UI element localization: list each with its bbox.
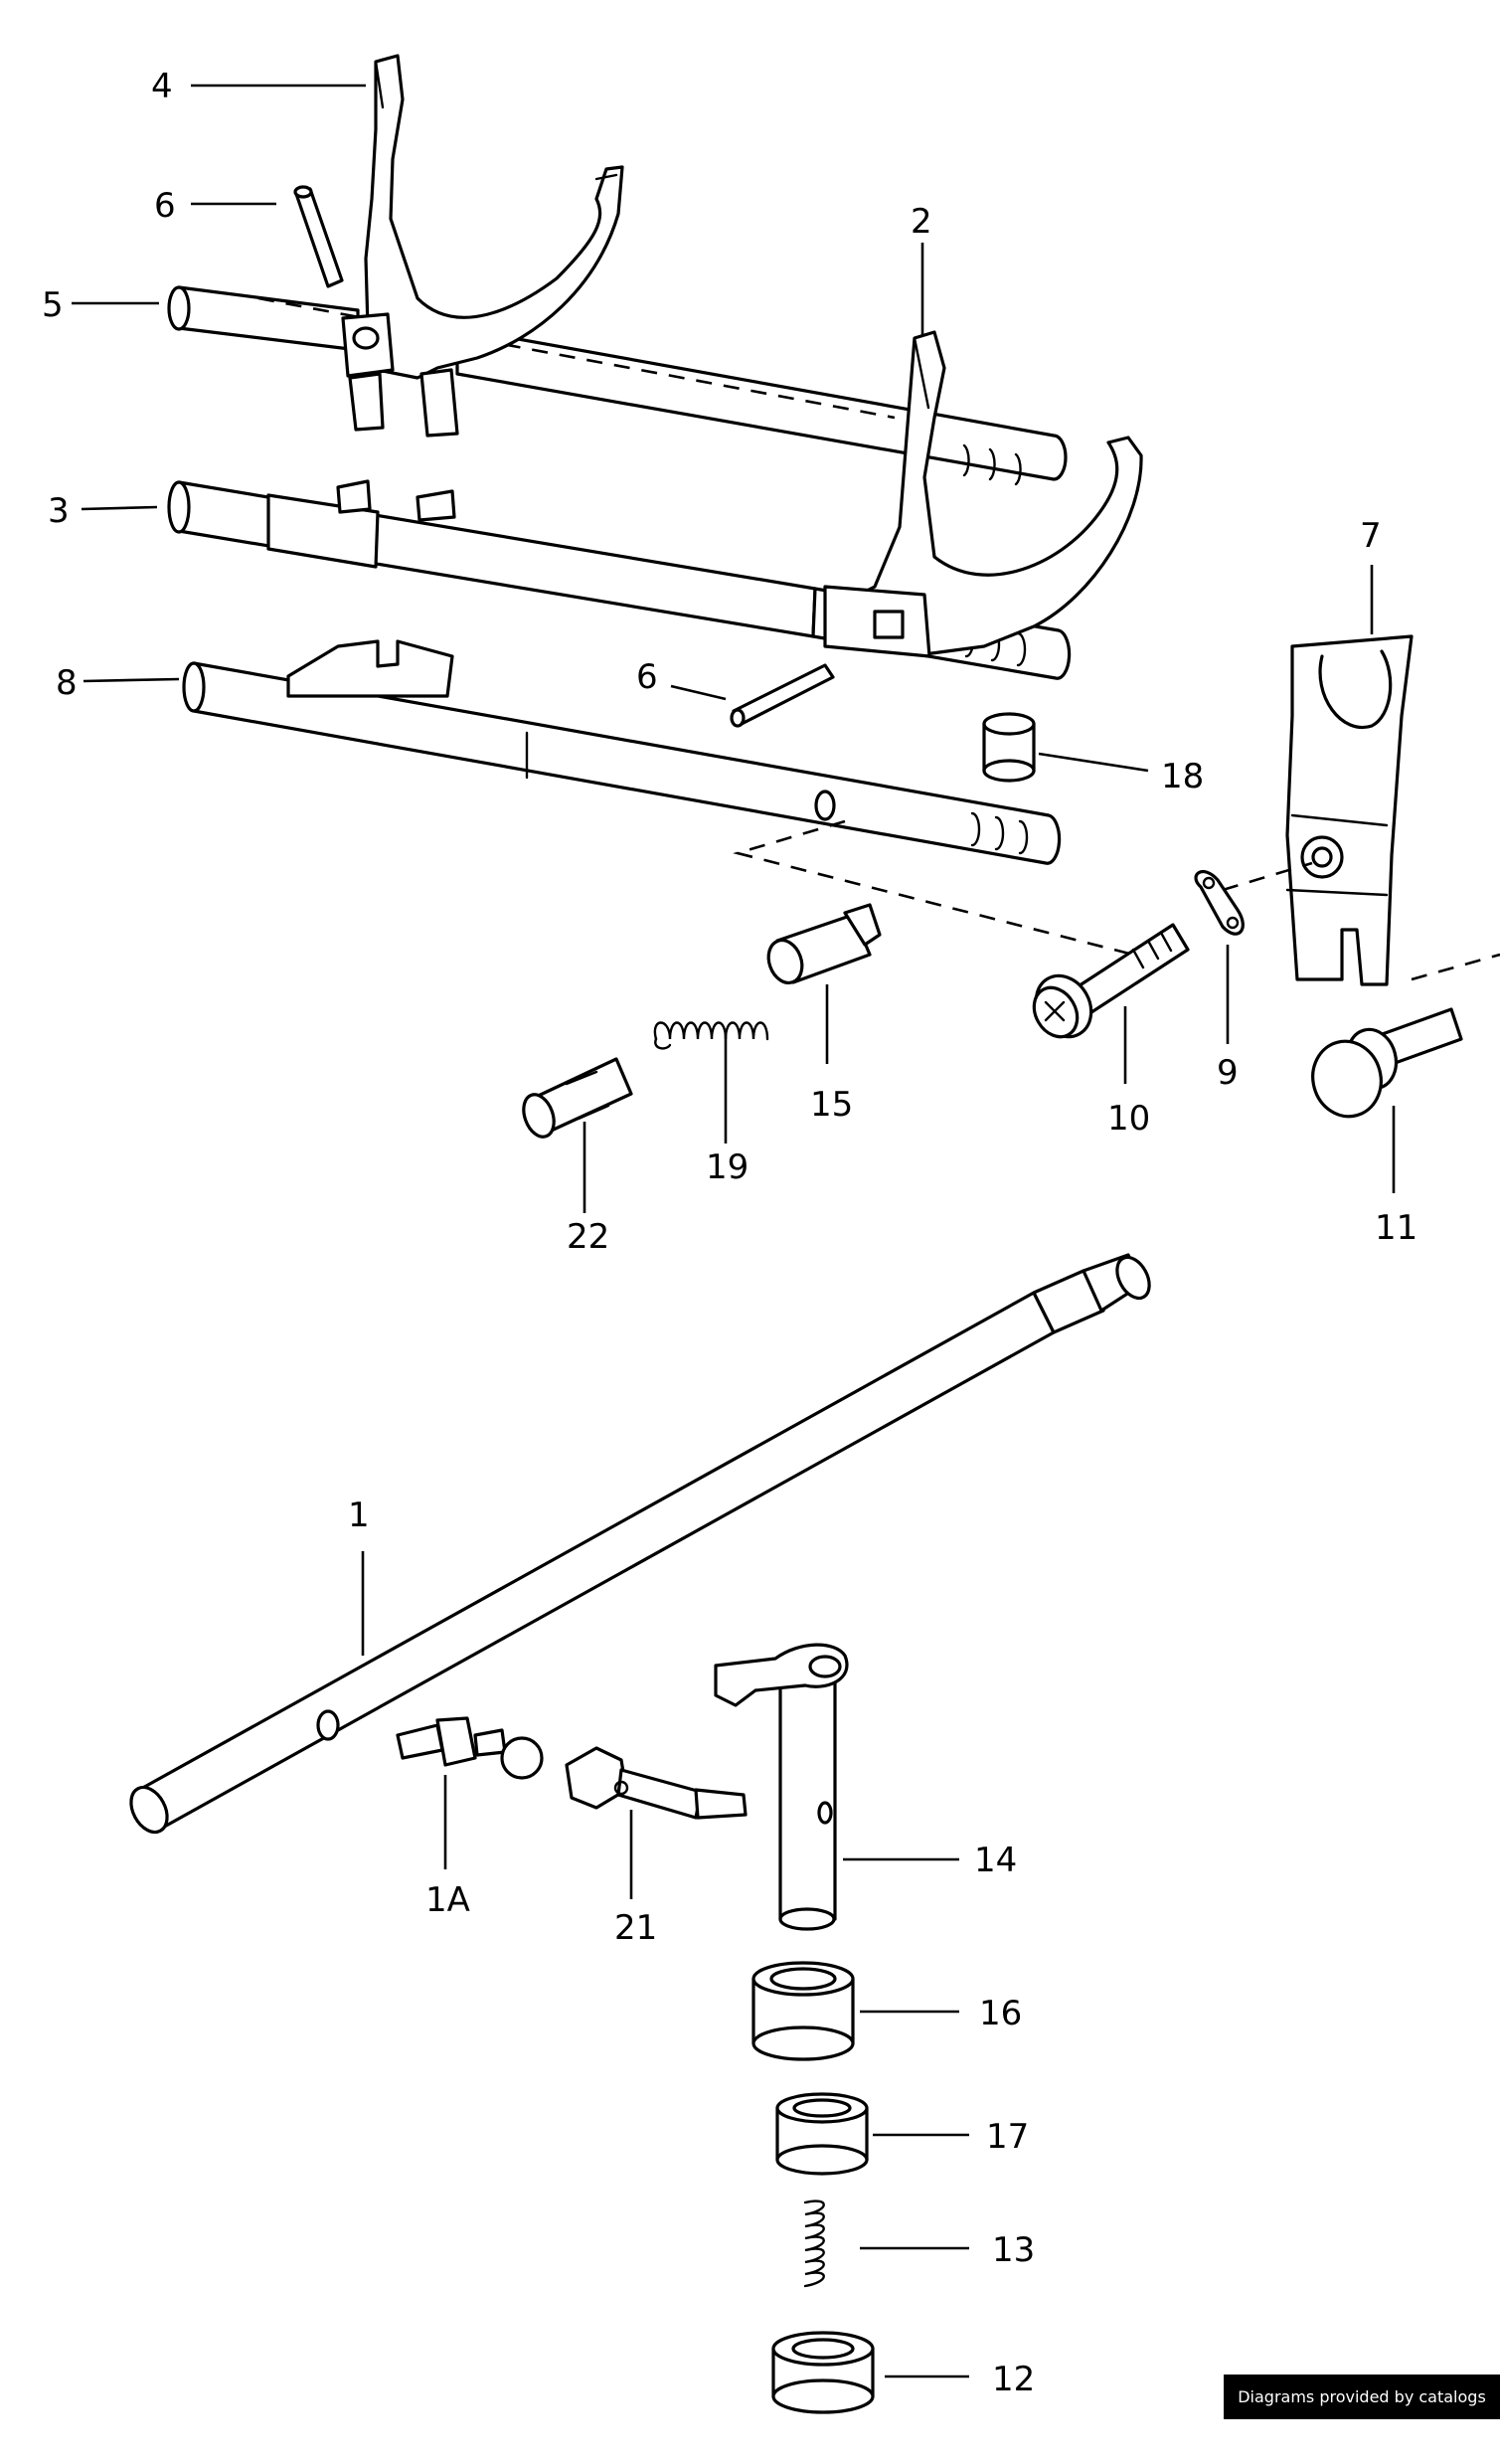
callout-16: 16 — [979, 1994, 1022, 2033]
callout-5: 5 — [42, 285, 64, 325]
leader-lines — [72, 84, 1396, 2378]
callout-7: 7 — [1360, 516, 1382, 556]
part-2-fork — [823, 330, 1143, 658]
callout-17: 17 — [986, 2117, 1029, 2157]
part-11-pivot — [1311, 1007, 1463, 1119]
part-22-sleeve — [522, 1057, 633, 1139]
part-18-plug — [982, 712, 1036, 783]
callout-2: 2 — [911, 202, 932, 242]
callout-22: 22 — [567, 1217, 609, 1257]
part-17-bush — [775, 2092, 869, 2176]
part-6-pin-upper — [293, 185, 344, 288]
credit-badge: Diagrams provided by catalogs parts — [1224, 2375, 1500, 2451]
part-12-ring — [771, 2331, 875, 2414]
assembly-line-2 — [1222, 861, 1313, 892]
assembly-line-3 — [1411, 953, 1500, 981]
part-19-spring — [653, 1021, 769, 1050]
part-6-pin-lower — [730, 663, 835, 728]
callout-3: 3 — [48, 491, 70, 531]
part-10-bolt — [1032, 923, 1190, 1039]
part-8-rod — [182, 639, 1062, 865]
callout-21: 21 — [614, 1908, 657, 1948]
callout-10: 10 — [1107, 1099, 1150, 1139]
part-1-rod — [129, 1253, 1151, 1835]
callout-labels: 4 6 5 2 3 7 8 6 18 9 10 15 19 22 11 1 1A… — [42, 67, 1417, 2399]
callout-1a: 1A — [425, 1880, 470, 1920]
callout-1: 1 — [348, 1496, 370, 1535]
callout-15: 15 — [810, 1085, 853, 1125]
part-16-bush — [751, 1961, 855, 2061]
callout-19: 19 — [706, 1147, 749, 1187]
callout-18: 18 — [1161, 757, 1204, 796]
part-1a-ball-stud — [396, 1716, 544, 1780]
callout-4: 4 — [151, 67, 173, 106]
callout-6b: 6 — [636, 657, 658, 697]
callout-8: 8 — [56, 663, 78, 703]
part-14-shaft — [714, 1643, 849, 1931]
callout-11: 11 — [1375, 1208, 1417, 1248]
assembly-line-1 — [733, 819, 1134, 957]
callout-9: 9 — [1217, 1053, 1239, 1093]
callout-12: 12 — [992, 2360, 1035, 2399]
part-21-stud — [565, 1746, 748, 1820]
part-7-lever — [1285, 634, 1414, 986]
callout-13: 13 — [992, 2230, 1035, 2270]
part-13-spring — [803, 2200, 825, 2288]
part-4-fork — [341, 54, 624, 438]
part-15-pin — [766, 903, 882, 984]
part-9-clip — [1194, 869, 1245, 936]
callout-14: 14 — [974, 1841, 1017, 1880]
callout-6: 6 — [154, 186, 176, 226]
